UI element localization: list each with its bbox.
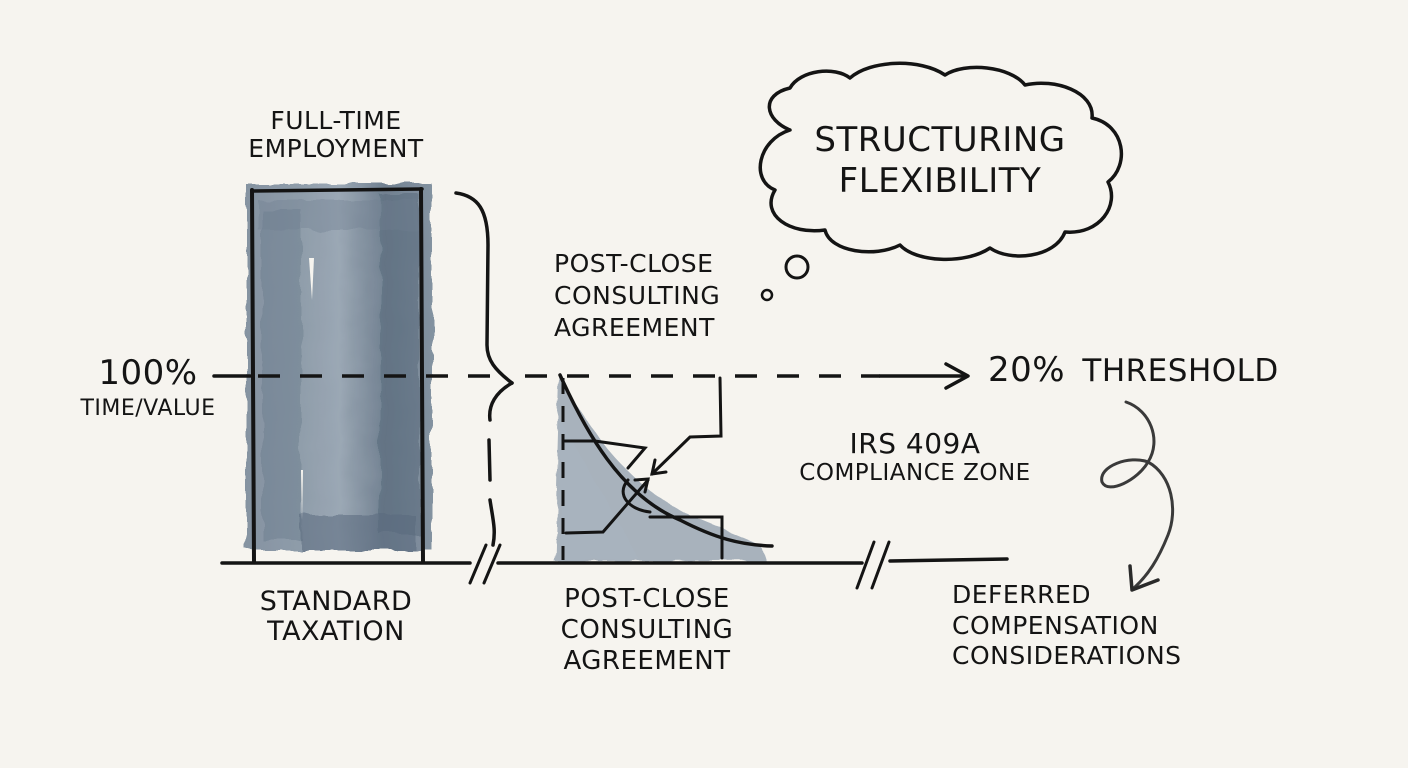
label-line: Deferred: [952, 580, 1092, 609]
thought-cloud-text: Structuring Flexibility: [790, 120, 1090, 203]
threshold-line: [212, 362, 970, 390]
deferred-compensation-label: Deferred Compensation Considerations: [952, 580, 1182, 672]
curly-brace: [454, 191, 514, 547]
time-value-caption: Time/Value: [80, 396, 216, 421]
label-line: Standard: [259, 586, 413, 617]
loop-arrow: [1100, 400, 1175, 592]
label-line: Agreement: [563, 646, 731, 677]
compliance-zone-caption: Compliance Zone: [799, 460, 1031, 487]
label-line: Full-time: [270, 106, 402, 135]
label-line: Taxation: [267, 616, 405, 648]
percent-100: 100%: [98, 353, 198, 393]
label-line: Post-close: [554, 249, 714, 278]
standard-taxation-label: Standard Taxation: [236, 586, 436, 648]
label-line: Consulting: [560, 615, 734, 646]
baseline-axis: [220, 540, 1009, 590]
label-line: Structuring: [814, 120, 1066, 160]
irs-409a-label: IRS 409A Compliance Zone: [780, 428, 1050, 487]
y-axis-value-label: 100%: [88, 354, 208, 392]
y-axis-caption-label: Time/Value: [62, 396, 234, 422]
label-line: Compensation: [952, 610, 1159, 640]
label-line: Employment: [248, 134, 424, 163]
consulting-top-label: Post-close Consulting Agreement: [554, 248, 720, 344]
irs-409a-title: IRS 409A: [849, 427, 981, 460]
full-time-bar: [246, 184, 432, 564]
threshold-label: 20% Threshold: [988, 351, 1279, 389]
thought-cloud: [758, 61, 1123, 302]
label-line: Consulting: [554, 281, 721, 310]
consulting-bottom-label: Post-close Consulting Agreement: [540, 584, 754, 678]
label-line: Flexibility: [838, 161, 1042, 202]
full-time-employment-label: Full-time Employment: [236, 107, 436, 163]
label-line: Considerations: [952, 641, 1182, 670]
label-line: Post-close: [564, 584, 730, 614]
label-line: Agreement: [554, 313, 715, 342]
threshold-caption: Threshold: [1082, 353, 1279, 389]
consulting-decay-area: [555, 373, 774, 562]
percent-20: 20%: [988, 350, 1066, 390]
